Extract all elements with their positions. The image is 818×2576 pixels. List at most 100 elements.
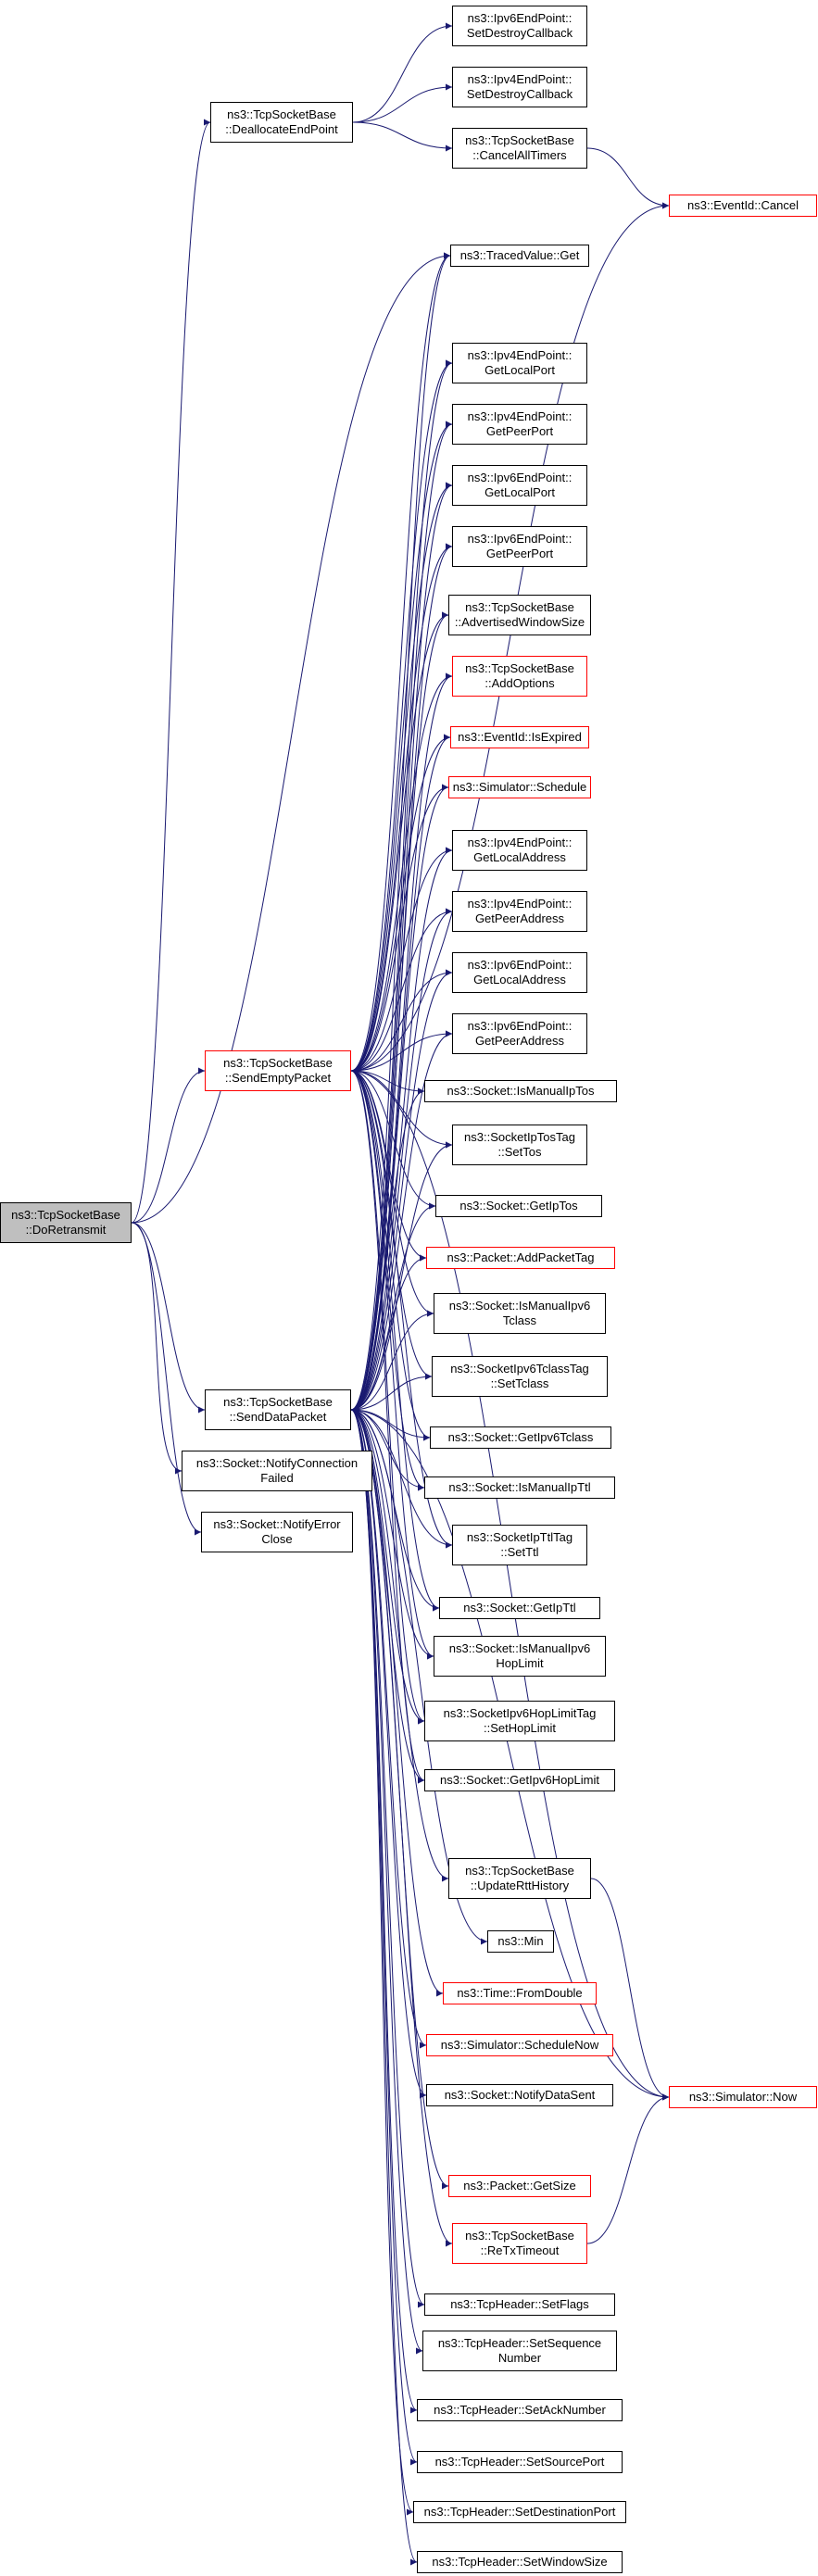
edge-rto-to-now <box>586 2093 670 2244</box>
edge-senddata-to-settclass <box>350 1373 433 1411</box>
node-label: ns3::Socket::NotifyError Close <box>213 1517 341 1546</box>
node-addtag[interactable]: ns3::Packet::AddPacketTag <box>426 1247 615 1269</box>
node-updrtt[interactable]: ns3::TcpSocketBase ::UpdateRttHistory <box>448 1858 591 1899</box>
edge-sendempty-to-tracedget <box>350 252 451 1072</box>
node-label: ns3::Ipv4EndPoint:: GetPeerAddress <box>467 897 573 925</box>
node-sendempty[interactable]: ns3::TcpSocketBase ::SendEmptyPacket <box>205 1050 351 1091</box>
node-adws[interactable]: ns3::TcpSocketBase ::AdvertisedWindowSiz… <box>448 595 591 635</box>
edge-senddata-to-setttl <box>350 1409 453 1549</box>
node-v6glp[interactable]: ns3::Ipv6EndPoint:: GetLocalPort <box>452 465 587 506</box>
node-v4destroy[interactable]: ns3::Ipv4EndPoint:: SetDestroyCallback <box>452 67 587 107</box>
node-label: ns3::Simulator::Schedule <box>452 780 587 794</box>
edge-root-to-notifyerr <box>131 1222 202 1536</box>
node-v4glp[interactable]: ns3::Ipv4EndPoint:: GetLocalPort <box>452 343 587 383</box>
node-getsize[interactable]: ns3::Packet::GetSize <box>448 2175 591 2197</box>
node-label: ns3::EventId::Cancel <box>687 198 799 212</box>
edge-senddata-to-ismiptos <box>350 1087 425 1411</box>
node-label: ns3::TcpSocketBase ::ReTxTimeout <box>465 2229 574 2257</box>
node-v6gpp[interactable]: ns3::Ipv6EndPoint:: GetPeerPort <box>452 526 587 567</box>
node-cancelall[interactable]: ns3::TcpSocketBase ::CancelAllTimers <box>452 128 587 169</box>
node-v4gpa[interactable]: ns3::Ipv4EndPoint:: GetPeerAddress <box>452 891 587 932</box>
edge-senddata-to-v4gpp <box>350 421 453 1411</box>
node-getipttl[interactable]: ns3::Socket::GetIpTtl <box>439 1597 600 1619</box>
node-label: ns3::Socket::IsManualIpv6 HopLimit <box>448 1641 591 1670</box>
edge-senddata-to-addtag <box>350 1254 427 1411</box>
node-label: ns3::Ipv6EndPoint:: SetDestroyCallback <box>466 11 573 40</box>
edge-senddata-to-v6gla <box>350 969 453 1411</box>
node-label: ns3::TracedValue::Get <box>459 248 580 262</box>
node-notifyconn[interactable]: ns3::Socket::NotifyConnection Failed <box>182 1451 372 1491</box>
edge-senddata-to-setdst <box>350 1409 414 2516</box>
edge-senddata-to-schednow <box>350 1409 427 2049</box>
node-label: ns3::TcpSocketBase ::SendEmptyPacket <box>223 1056 333 1085</box>
node-nds[interactable]: ns3::Socket::NotifyDataSent <box>426 2084 613 2106</box>
node-setttl[interactable]: ns3::SocketIpTtlTag ::SetTtl <box>452 1525 587 1565</box>
node-label: ns3::TcpSocketBase ::DoRetransmit <box>11 1208 120 1237</box>
node-dealloc[interactable]: ns3::TcpSocketBase ::DeallocateEndPoint <box>210 102 353 143</box>
node-ismv6hl[interactable]: ns3::Socket::IsManualIpv6 HopLimit <box>434 1636 606 1677</box>
node-settos[interactable]: ns3::SocketIpTosTag ::SetTos <box>452 1125 587 1165</box>
node-label: ns3::Ipv4EndPoint:: GetPeerPort <box>467 409 573 438</box>
node-label: ns3::Ipv4EndPoint:: SetDestroyCallback <box>466 72 573 101</box>
edge-sendempty-to-getv6tc <box>350 1070 431 1441</box>
node-addopt[interactable]: ns3::TcpSocketBase ::AddOptions <box>452 656 587 697</box>
node-label: ns3::TcpSocketBase ::CancelAllTimers <box>465 133 574 162</box>
node-label: ns3::TcpSocketBase ::DeallocateEndPoint <box>225 107 338 136</box>
node-setack[interactable]: ns3::TcpHeader::SetAckNumber <box>417 2399 623 2421</box>
node-ismipttl[interactable]: ns3::Socket::IsManualIpTtl <box>424 1476 615 1499</box>
node-cancel[interactable]: ns3::EventId::Cancel <box>669 195 817 217</box>
edge-senddata-to-v6glp <box>350 482 453 1411</box>
node-ismv6tc[interactable]: ns3::Socket::IsManualIpv6 Tclass <box>434 1293 606 1334</box>
node-v4gpp[interactable]: ns3::Ipv4EndPoint:: GetPeerPort <box>452 404 587 445</box>
node-label: ns3::Ipv4EndPoint:: GetLocalPort <box>467 348 573 377</box>
node-sched[interactable]: ns3::Simulator::Schedule <box>448 776 591 798</box>
node-isexp[interactable]: ns3::EventId::IsExpired <box>450 726 589 748</box>
node-setseq[interactable]: ns3::TcpHeader::SetSequence Number <box>422 2331 617 2371</box>
node-label: ns3::TcpSocketBase ::AdvertisedWindowSiz… <box>454 600 585 629</box>
node-label: ns3::Socket::GetIpTtl <box>463 1601 576 1615</box>
node-senddata[interactable]: ns3::TcpSocketBase ::SendDataPacket <box>205 1389 351 1430</box>
node-setdst[interactable]: ns3::TcpHeader::SetDestinationPort <box>413 2501 626 2523</box>
node-label: ns3::Ipv6EndPoint:: GetPeerAddress <box>467 1019 573 1048</box>
edge-sendempty-to-v4gla <box>350 847 453 1072</box>
node-settclass[interactable]: ns3::SocketIpv6TclassTag ::SetTclass <box>432 1356 608 1397</box>
node-min[interactable]: ns3::Min <box>487 1930 554 1953</box>
edge-dealloc-to-cancelall <box>352 121 453 152</box>
node-getv6hl[interactable]: ns3::Socket::GetIpv6HopLimit <box>424 1769 615 1791</box>
edge-root-to-sendempty <box>131 1067 206 1224</box>
node-setwin[interactable]: ns3::TcpHeader::SetWindowSize <box>417 2551 623 2573</box>
node-v6destroy[interactable]: ns3::Ipv6EndPoint:: SetDestroyCallback <box>452 6 587 46</box>
node-notifyerr[interactable]: ns3::Socket::NotifyError Close <box>201 1512 353 1552</box>
edge-sendempty-to-adws <box>350 611 449 1072</box>
edge-senddata-to-v4gpa <box>350 908 453 1411</box>
edge-senddata-to-v6gpa <box>350 1030 453 1411</box>
node-label: ns3::Socket::GetIpv6HopLimit <box>440 1773 599 1787</box>
node-fromdbl[interactable]: ns3::Time::FromDouble <box>443 1982 597 2004</box>
edge-senddata-to-fromdbl <box>350 1409 444 1997</box>
node-setsrc[interactable]: ns3::TcpHeader::SetSourcePort <box>417 2451 623 2473</box>
edge-sendempty-to-v4gpp <box>350 421 453 1072</box>
node-getiptos[interactable]: ns3::Socket::GetIpTos <box>435 1195 602 1217</box>
node-tracedget[interactable]: ns3::TracedValue::Get <box>450 245 589 267</box>
edge-sendempty-to-getipttl <box>350 1070 440 1612</box>
node-label: ns3::Simulator::Now <box>688 2090 798 2104</box>
node-setflags[interactable]: ns3::TcpHeader::SetFlags <box>424 2293 615 2316</box>
node-getv6tc[interactable]: ns3::Socket::GetIpv6Tclass <box>430 1426 611 1449</box>
node-ismiptos[interactable]: ns3::Socket::IsManualIpTos <box>424 1080 617 1102</box>
edge-senddata-to-v4gla <box>350 847 453 1411</box>
node-v4gla[interactable]: ns3::Ipv4EndPoint:: GetLocalAddress <box>452 830 587 871</box>
node-label: ns3::Ipv4EndPoint:: GetLocalAddress <box>467 836 573 864</box>
edge-sendempty-to-v6gpa <box>350 1030 453 1072</box>
node-label: ns3::Simulator::ScheduleNow <box>440 2038 599 2052</box>
node-v6gpa[interactable]: ns3::Ipv6EndPoint:: GetPeerAddress <box>452 1013 587 1054</box>
edge-root-to-dealloc <box>131 119 211 1224</box>
edge-updrtt-to-now <box>590 1878 670 2101</box>
node-v6gla[interactable]: ns3::Ipv6EndPoint:: GetLocalAddress <box>452 952 587 993</box>
node-schednow[interactable]: ns3::Simulator::ScheduleNow <box>426 2034 613 2056</box>
node-label: ns3::Packet::AddPacketTag <box>447 1250 595 1264</box>
node-rto[interactable]: ns3::TcpSocketBase ::ReTxTimeout <box>452 2223 587 2264</box>
node-now[interactable]: ns3::Simulator::Now <box>669 2086 817 2108</box>
node-sethl[interactable]: ns3::SocketIpv6HopLimitTag ::SetHopLimit <box>424 1701 615 1741</box>
node-label: ns3::TcpSocketBase ::SendDataPacket <box>223 1395 333 1424</box>
